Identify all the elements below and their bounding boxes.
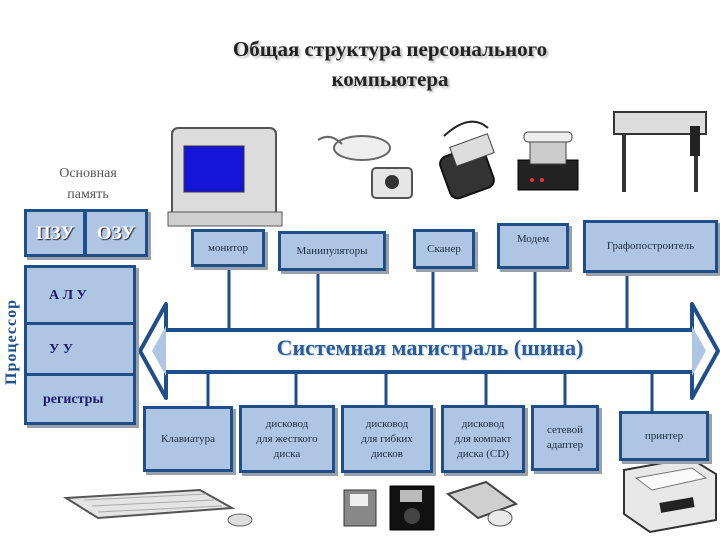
hdd-label-line-2: для жесткого [256,432,318,445]
monitor-illustration [167,127,283,227]
monitor-label: монитор [208,241,248,254]
rom-box: ПЗУ [24,209,86,257]
keyboard-label: Клавиатура [161,432,215,445]
fdd-box: дисковод для гибких дисков [341,405,433,473]
registers-label: регистры [43,391,104,407]
monitor-box: монитор [191,229,265,267]
keyboard-box: Клавиатура [143,406,233,472]
scanner-illustration [439,120,495,200]
fdd-label-line-1: дисковод [365,417,409,430]
title-line-1: Общая структура персонального [232,37,548,61]
mouse-illustration [317,135,413,199]
modem-label: Модем [516,233,550,245]
fdd-label-line-3: дисков [371,447,403,460]
plotter-illustration [613,111,707,192]
title-line-2: компьютера [331,67,449,91]
main-memory-caption-line-1: Основная [59,166,117,181]
modem-illustration [517,131,579,191]
scanner-box: Сканер [413,229,475,269]
processor-caption: Процессор [0,285,24,405]
fdd-label-line-2: для гибких [361,432,413,445]
keyboard-illustration [62,488,253,527]
control-unit-box: У У [24,322,136,376]
cd-drive-label-line-2: для компакт [454,432,512,445]
hdd-label-line-1: дисковод [265,417,309,430]
manipulators-box: Манипуляторы [278,231,386,271]
hdd-box: дисковод для жесткого диска [239,405,335,473]
plotter-box: Графопостроитель [583,220,718,273]
alu-label: А Л У [49,287,87,303]
scanner-label: Сканер [427,242,461,255]
control-unit-label: У У [49,341,74,357]
main-memory-caption: Основная память [30,163,146,205]
main-memory-caption-line-2: память [67,187,109,202]
printer-label: принтер [644,429,684,442]
cd-drive-label-line-1: дисковод [461,417,505,430]
network-adapter-label-line-2: адаптер [546,439,584,451]
printer-box: принтер [619,411,709,461]
registers-box: регистры [24,373,136,425]
ram-box: ОЗУ [84,209,148,257]
cd-drive-illustration [445,480,519,527]
cd-drive-label-line-3: диска (CD) [457,447,509,460]
floppy-disk-illustration [389,485,435,531]
ram-label: ОЗУ [96,222,136,244]
hard-drive-illustration [343,489,377,527]
cd-drive-box: дисковод для компакт диска (CD) [441,405,525,473]
system-bus-label: Системная магистраль (шина) [276,335,584,360]
network-adapter-label-line-1: сетевой [546,424,584,436]
modem-box: Модем [497,223,569,269]
plotter-label: Графопостроитель [606,240,695,252]
page-title: Общая структура персонального компьютера [150,34,630,94]
hdd-label-line-3: диска [273,447,301,460]
system-bus-arrow [138,302,720,400]
processor-label: Процессор [3,299,20,385]
manipulators-label: Манипуляторы [296,244,368,257]
rom-label: ПЗУ [35,222,75,244]
printer-illustration [623,456,717,534]
network-adapter-box: сетевой адаптер [531,405,599,471]
alu-box: А Л У [24,265,136,325]
